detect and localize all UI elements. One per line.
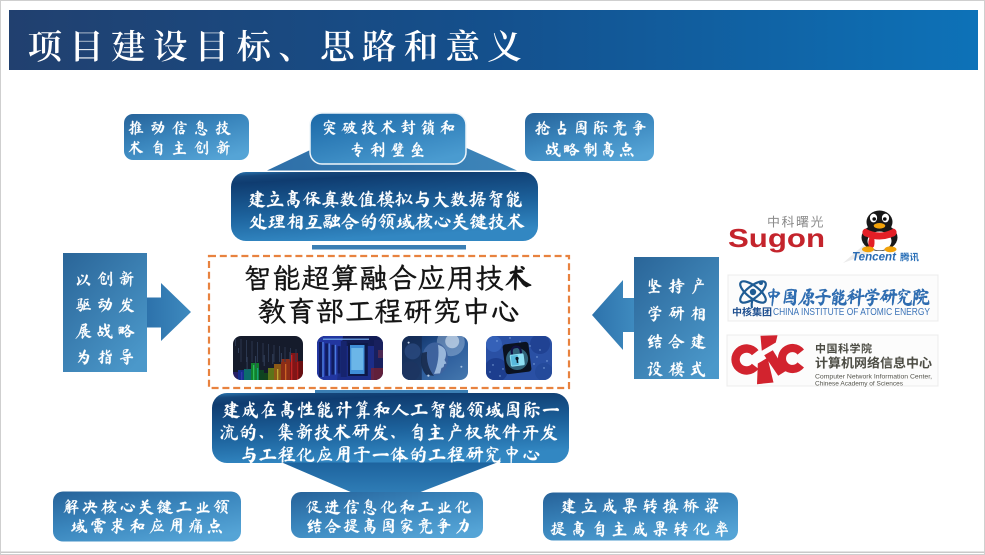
svg-text:Sugon: Sugon (728, 223, 825, 253)
svg-text:Chinese Academy of Sciences: Chinese Academy of Sciences (815, 381, 904, 388)
svg-text:CHINA INSTITUTE OF ATOMIC ENER: CHINA INSTITUTE OF ATOMIC ENERGY (773, 306, 930, 318)
svg-text:Tencent: Tencent (852, 250, 897, 264)
svg-text:Computer Network Information C: Computer Network Information Center, (815, 374, 932, 381)
